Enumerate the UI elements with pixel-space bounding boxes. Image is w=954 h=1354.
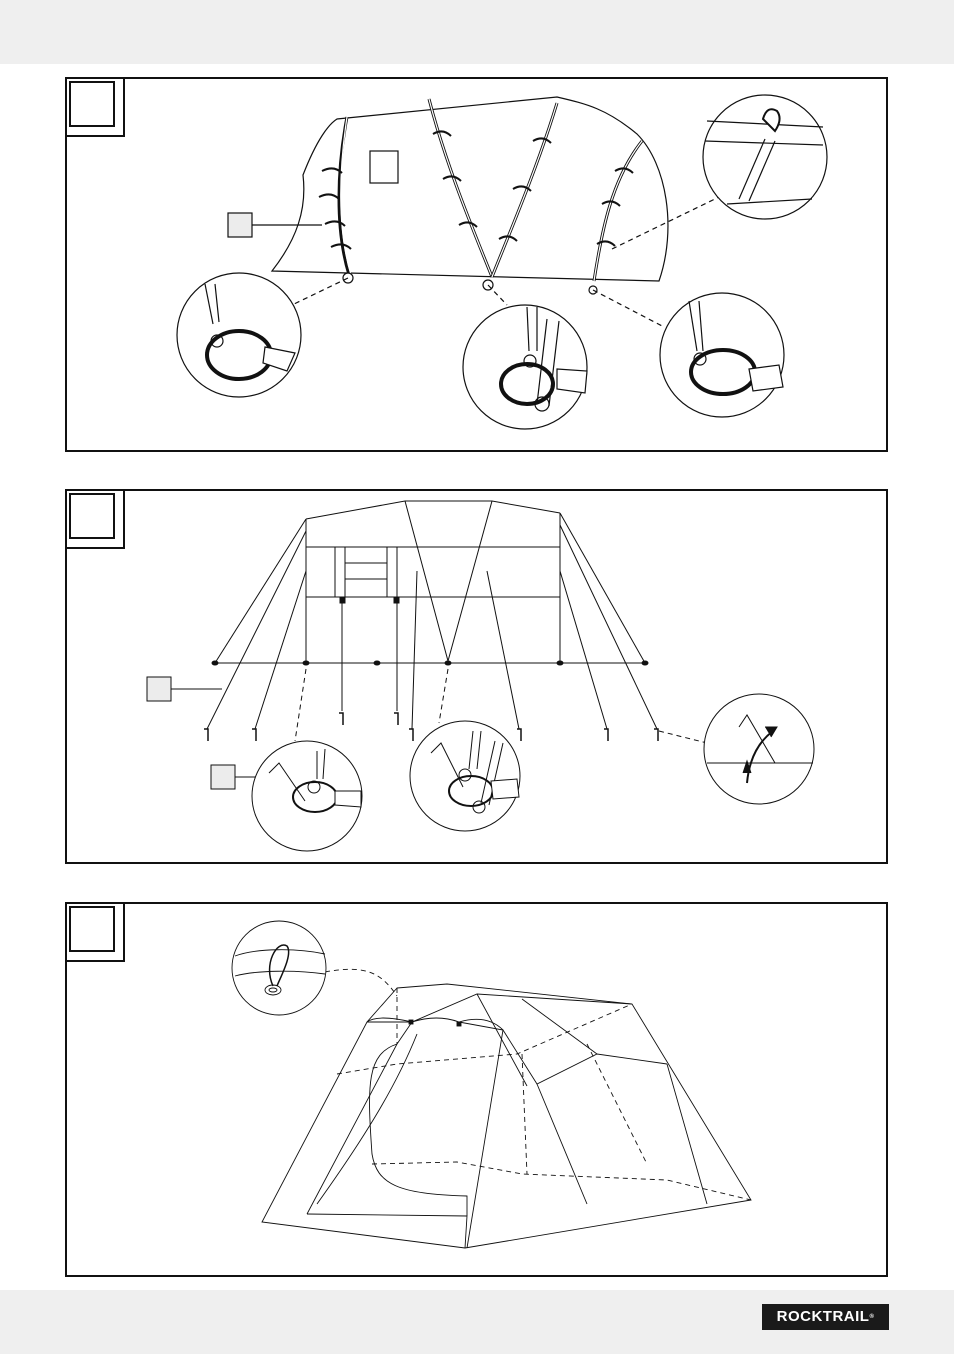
pole-clips (318, 130, 634, 250)
step-2-number-box (69, 493, 115, 539)
pole-v-right (490, 102, 559, 278)
step-3-panel (65, 902, 888, 1277)
pole-right (592, 140, 644, 282)
tent-3d-outline (261, 983, 752, 1249)
brand-logo: ROCKTRAIL® (762, 1304, 889, 1330)
pole-v-left-inner (428, 98, 493, 278)
pole-left-inner (340, 116, 352, 276)
step-3-illustration (231, 920, 752, 1249)
tent-window (334, 546, 398, 598)
step-2-number-frame (65, 489, 125, 549)
part-label-box-a (369, 150, 399, 184)
step-2-illustration (146, 500, 815, 852)
detail-circle-peg-left (251, 740, 363, 852)
brand-name: ROCKTRAIL (776, 1308, 870, 1325)
part-label-box-c (146, 676, 172, 702)
detail-circle-ring-left (176, 272, 302, 398)
detail-circle-peg-center (409, 720, 521, 832)
part-label-box-b (227, 212, 253, 238)
tent-roof (305, 500, 561, 520)
step-3-number-box (69, 906, 115, 952)
step-1-illustration (176, 94, 828, 430)
step-1-number-box (69, 81, 115, 127)
step-1-number-frame (65, 77, 125, 137)
tent-body-outline (270, 96, 669, 282)
step-3-number-frame (65, 902, 125, 962)
step-1-panel (65, 77, 888, 452)
step-2-panel (65, 489, 888, 864)
detail-circle-peg-angle (703, 693, 815, 805)
detail-circle-hook (231, 920, 327, 1016)
header-band (0, 0, 954, 64)
detail-circle-ring-right (659, 292, 785, 418)
pole-v-right-inner (491, 102, 558, 278)
brand-registered-mark: ® (869, 1314, 875, 1320)
detail-circle-ring-center (462, 304, 588, 430)
pole-v-left (427, 98, 494, 278)
ground-pegs (204, 712, 659, 741)
part-label-box-d (210, 764, 236, 790)
pole-right-inner (593, 140, 643, 282)
detail-circle-clip-top (702, 94, 828, 220)
